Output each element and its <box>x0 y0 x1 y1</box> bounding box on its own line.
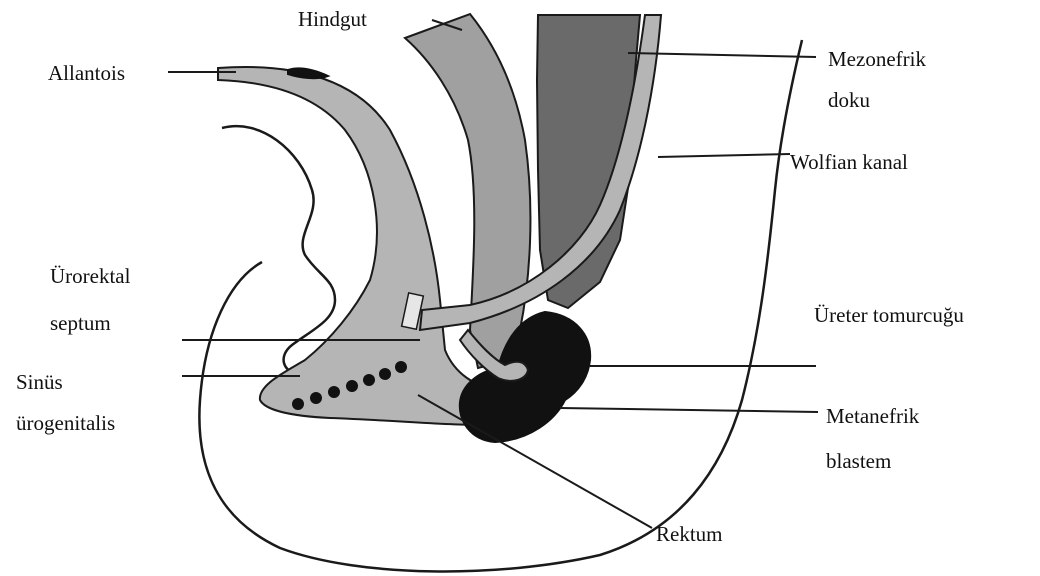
label-mezonefrik-line2: doku <box>828 88 871 112</box>
septum-dot <box>363 374 375 386</box>
label-wolfian: Wolfian kanal <box>790 150 908 174</box>
label-hindgut: Hindgut <box>298 7 367 31</box>
label-urorektal-line2: septum <box>50 311 111 335</box>
leader-wolfian <box>658 154 790 157</box>
cloaca-outline <box>222 126 335 375</box>
leader-metanefrik <box>560 408 818 412</box>
label-sinus-line2: ürogenitalis <box>16 411 115 435</box>
label-mezonefrik-line1: Mezonefrik <box>828 47 926 71</box>
septum-dot <box>395 361 407 373</box>
label-ureter: Üreter tomurcuğu <box>814 303 964 327</box>
septum-dot <box>310 392 322 404</box>
label-urorektal-line1: Ürorektal <box>50 264 131 288</box>
label-metanefrik-line1: Metanefrik <box>826 404 920 428</box>
septum-dot <box>379 368 391 380</box>
label-metanefrik-line2: blastem <box>826 449 891 473</box>
septum-dot <box>346 380 358 392</box>
label-sinus-line1: Sinüs <box>16 370 63 394</box>
allantois-urogenital-sinus <box>218 67 498 425</box>
allantois-tip <box>288 68 328 78</box>
septum-dot <box>292 398 304 410</box>
label-rektum: Rektum <box>656 522 723 546</box>
septum-dot <box>328 386 340 398</box>
label-allantois: Allantois <box>48 61 125 85</box>
